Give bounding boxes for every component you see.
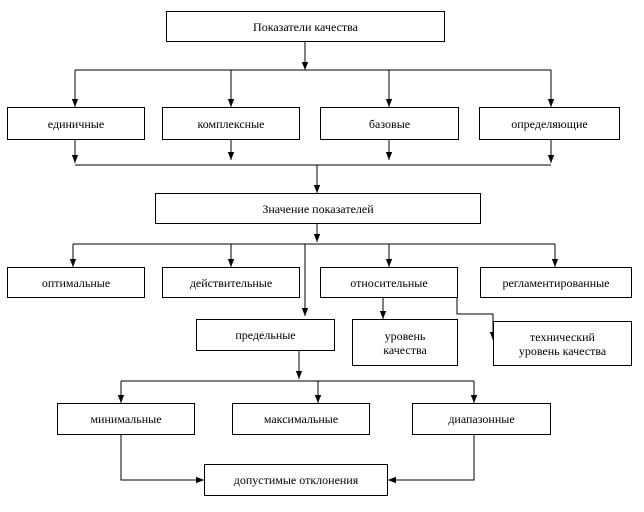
edge-to-tech-quality-level xyxy=(456,298,497,340)
node-kompleksnye: комплексные xyxy=(162,107,300,140)
node-root: Показатели качества xyxy=(166,11,445,42)
node-bazovye: базовые xyxy=(320,107,459,140)
node-diapazonnye: диапазонные xyxy=(412,403,551,435)
node-deviations: допустимые отклонения xyxy=(204,464,388,496)
node-opredelyayushchie: определяющие xyxy=(479,107,620,140)
node-edinichnye: единичные xyxy=(7,107,145,140)
node-values: Значение показателей xyxy=(155,193,481,224)
node-reglamentirovannye: регламентированные xyxy=(480,267,632,298)
edge-minimalnye-to-deviations xyxy=(120,435,204,484)
node-deistvitelnye: действительные xyxy=(162,267,300,298)
edge-diapazonnye-to-deviations xyxy=(388,435,475,484)
node-tech-quality-level: технический уровень качества xyxy=(493,321,632,366)
node-optimalnye: оптимальные xyxy=(7,267,145,298)
node-maksimalnye: максимальные xyxy=(232,403,370,435)
node-predelnye: предельные xyxy=(196,319,335,351)
node-quality-level: уровень качества xyxy=(352,319,458,366)
node-otnositelnye: относительные xyxy=(320,267,458,298)
node-minimalnye: минимальные xyxy=(57,403,195,435)
